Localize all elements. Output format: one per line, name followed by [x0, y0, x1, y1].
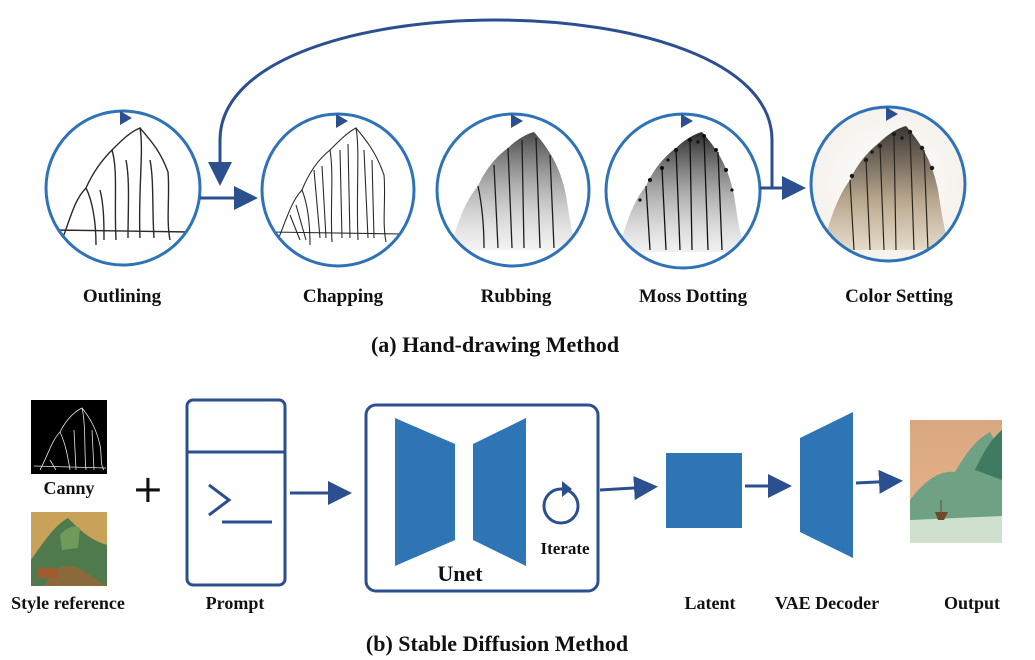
arrow-vae-to-output [855, 469, 903, 494]
canny-image [31, 400, 107, 474]
unet-encoder [395, 418, 455, 566]
label-canny: Canny [43, 478, 95, 498]
prompt-box [185, 398, 287, 587]
label-prompt: Prompt [205, 593, 265, 613]
label-style-reference: Style reference [11, 593, 125, 613]
arrow-unet-to-latent [599, 476, 658, 501]
step-label-outlining: Outlining [82, 286, 162, 307]
step-label-color-setting: Color Setting [845, 286, 953, 307]
step-chapping-image [260, 112, 416, 268]
label-vae-decoder: VAE Decoder [774, 593, 880, 613]
caption-stable-diffusion: (b) Stable Diffusion Method [365, 631, 629, 656]
step-outlining-image [44, 109, 202, 267]
unet-decoder [473, 418, 526, 566]
plus-sign: + [132, 467, 164, 511]
style-reference-image [31, 512, 107, 586]
arrow-loop-back [208, 18, 774, 188]
step-color-setting-image [809, 105, 967, 263]
unet-box [364, 403, 600, 593]
label-iterate: Iterate [540, 539, 590, 558]
caption-hand-drawing: (a) Hand-drawing Method [370, 332, 620, 357]
step-rubbing-image [435, 112, 591, 268]
step-label-rubbing: Rubbing [480, 286, 552, 307]
step-label-chapping: Chapping [302, 286, 384, 307]
label-output: Output [943, 593, 1001, 613]
label-unet: Unet [437, 561, 483, 586]
step-moss-dotting-image [604, 112, 762, 270]
vae-decoder-shape [800, 412, 853, 558]
output-image [910, 420, 1002, 543]
label-latent: Latent [684, 593, 736, 613]
step-label-moss-dotting: Moss Dotting [638, 286, 748, 307]
latent-block [666, 453, 742, 528]
